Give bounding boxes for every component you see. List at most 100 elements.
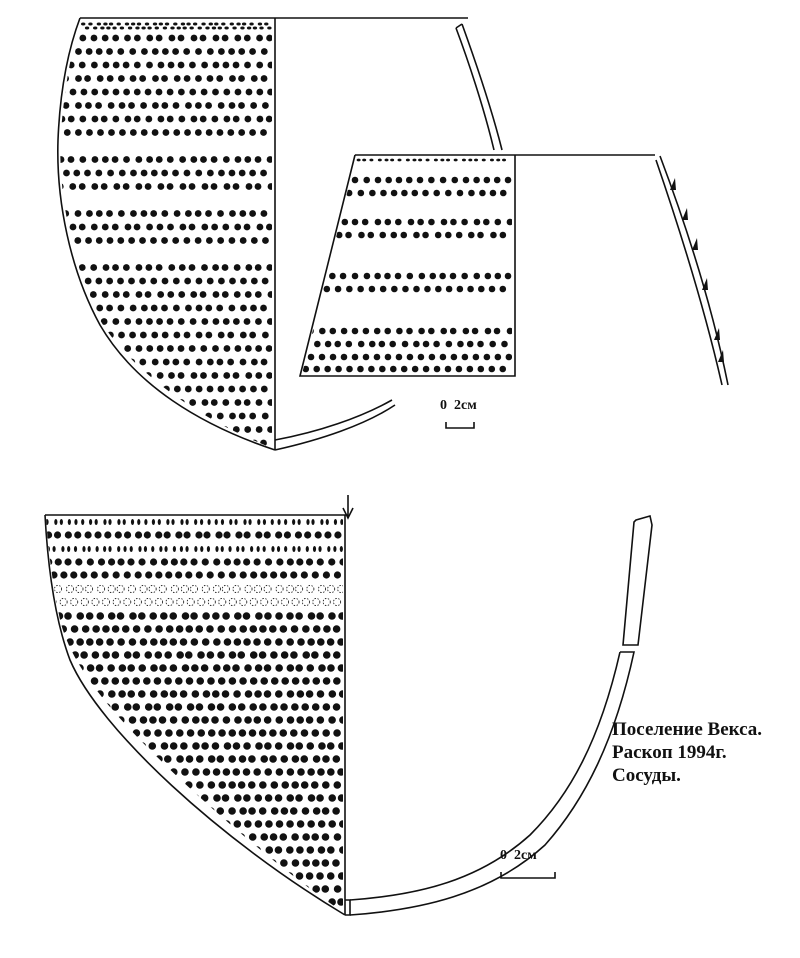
- impressed-dot: [199, 426, 207, 433]
- impressed-dot: [87, 716, 95, 724]
- impressed-dot: [64, 664, 72, 672]
- impressed-dot: [180, 742, 188, 750]
- impressed-dot: [108, 846, 116, 854]
- impressed-dot: [211, 690, 220, 698]
- impressed-dot: [402, 285, 409, 293]
- scale-bar-1: [445, 422, 475, 429]
- impressed-dot: [106, 872, 115, 880]
- impressed-dot: [168, 264, 176, 271]
- impressed-dot: [214, 519, 218, 525]
- impressed-dot: [91, 598, 100, 607]
- impressed-dot: [263, 638, 272, 646]
- impressed-dot: [84, 277, 92, 285]
- impressed-dot: [229, 210, 236, 217]
- impressed-dot: [484, 272, 492, 280]
- impressed-dot: [389, 340, 396, 348]
- impressed-dot: [228, 102, 236, 109]
- impressed-dot: [70, 729, 79, 737]
- impressed-dot: [455, 365, 463, 373]
- impressed-dot: [265, 898, 274, 906]
- impressed-dot: [223, 531, 231, 539]
- impressed-dot: [81, 807, 90, 815]
- impressed-dot: [240, 304, 247, 312]
- impressed-dot: [368, 340, 376, 348]
- impressed-dot: [60, 61, 65, 69]
- impressed-dot: [324, 531, 332, 539]
- impressed-dot: [46, 794, 53, 802]
- impressed-dot: [89, 372, 97, 379]
- impressed-dot: [190, 872, 198, 880]
- impressed-dot: [78, 345, 86, 352]
- impressed-dot: [232, 318, 240, 325]
- impressed-dot: [166, 115, 174, 123]
- impressed-dot: [128, 412, 136, 420]
- impressed-dot: [140, 102, 147, 109]
- impressed-dot: [135, 183, 143, 190]
- impressed-dot: [245, 183, 253, 190]
- impressed-dot: [462, 327, 470, 335]
- impressed-dot: [184, 781, 193, 789]
- impressed-dot: [114, 531, 122, 539]
- impressed-dot: [269, 833, 278, 841]
- impressed-dot: [254, 156, 262, 163]
- impressed-dot: [75, 102, 82, 109]
- impressed-dot: [248, 755, 256, 763]
- triangle-impression: [692, 238, 698, 250]
- impressed-dot: [75, 794, 83, 802]
- impressed-dot: [48, 62, 55, 69]
- impressed-dot: [232, 183, 240, 190]
- impressed-dot: [143, 546, 148, 552]
- impressed-dot: [203, 531, 211, 539]
- impressed-dot: [128, 237, 136, 244]
- impressed-dot: [260, 48, 268, 55]
- impressed-dot: [102, 372, 109, 379]
- impressed-dot: [90, 223, 98, 231]
- impressed-dot: [384, 272, 391, 280]
- impressed-dot: [449, 272, 457, 280]
- impressed-dot: [151, 519, 156, 525]
- impressed-dot: [52, 359, 59, 366]
- impressed-dot: [87, 546, 91, 552]
- impressed-dot: [170, 846, 178, 854]
- impressed-dot: [244, 664, 252, 672]
- impressed-dot: [116, 585, 125, 594]
- impressed-dot: [334, 285, 342, 293]
- impressed-dot: [323, 625, 331, 633]
- impressed-dot: [53, 742, 62, 750]
- impressed-dot: [243, 318, 251, 325]
- scale-zero: 0: [440, 398, 447, 413]
- impressed-dot: [138, 742, 147, 750]
- impressed-dot: [122, 885, 130, 893]
- impressed-dot: [340, 327, 348, 335]
- impressed-dot: [451, 176, 459, 184]
- impressed-dot: [264, 768, 273, 776]
- impressed-dot: [435, 285, 442, 293]
- impressed-dot: [250, 546, 254, 552]
- impressed-dot: [51, 210, 58, 217]
- impressed-dot: [238, 439, 246, 447]
- impressed-dot: [68, 345, 76, 352]
- impressed-dot: [234, 399, 242, 406]
- impressed-dot: [221, 898, 230, 906]
- impressed-dot: [228, 625, 237, 633]
- impressed-dot: [65, 846, 74, 854]
- impressed-dot: [69, 88, 77, 96]
- impressed-dot: [91, 651, 100, 659]
- impressed-dot: [411, 189, 419, 197]
- impressed-dot: [112, 571, 120, 579]
- impressed-dot: [211, 223, 219, 231]
- impressed-dot: [155, 625, 163, 633]
- impressed-dot: [329, 272, 336, 280]
- impressed-dot: [52, 48, 59, 55]
- impressed-dot: [84, 169, 91, 177]
- impressed-dot: [248, 729, 257, 737]
- impressed-dot: [130, 519, 135, 525]
- impressed-dot: [240, 26, 245, 30]
- triangle-impression: [682, 208, 688, 220]
- impressed-dot: [239, 237, 247, 244]
- impressed-dot: [200, 546, 204, 552]
- impressed-dot: [146, 345, 154, 352]
- impressed-dot: [260, 833, 269, 841]
- impressed-dot: [418, 272, 426, 280]
- impressed-dot: [445, 189, 452, 197]
